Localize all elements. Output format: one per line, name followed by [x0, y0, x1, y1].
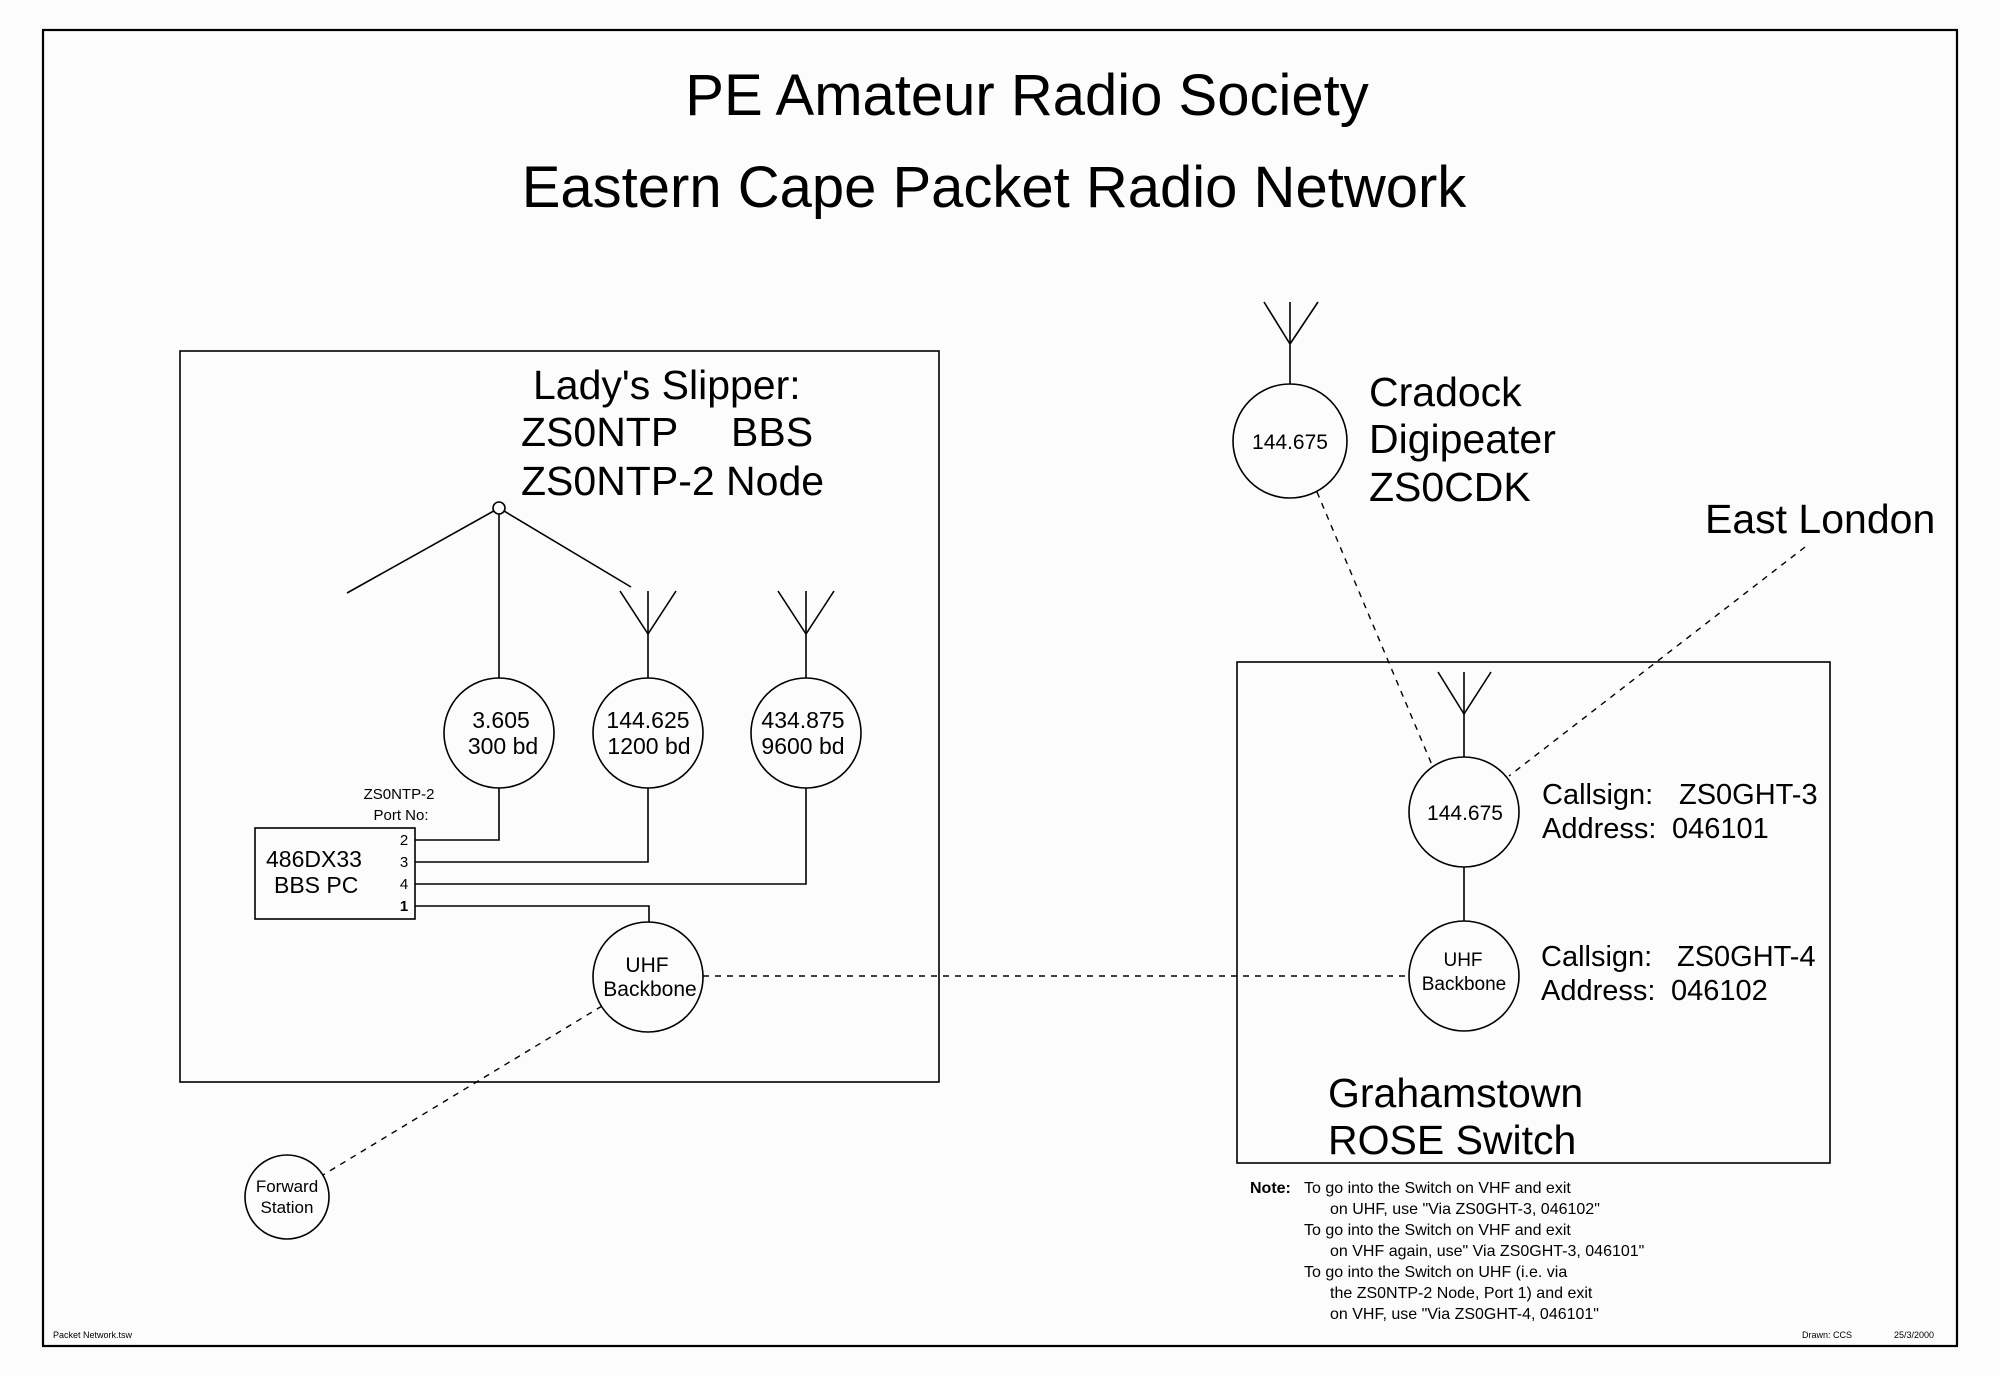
grahamstown-name: ROSE Switch: [1328, 1117, 1576, 1163]
cradock-label: Digipeater: [1369, 416, 1556, 462]
address-value: 046102: [1671, 975, 1768, 1007]
east-london-label: East London: [1705, 496, 1935, 542]
note-line: To go into the Switch on UHF (i.e. via: [1304, 1264, 1567, 1281]
dipole-antenna-icon: [346, 501, 632, 679]
radio-freq: 434.875: [761, 707, 844, 733]
forward-station-node: Forward Station: [244, 1154, 330, 1240]
forward-station-label: Station: [261, 1198, 314, 1217]
callsign-label: Callsign:: [1542, 779, 1653, 811]
radio-baud: 300 bd: [468, 733, 538, 759]
uhf-label: Backbone: [1422, 974, 1507, 995]
note-line: on UHF, use "Via ZS0GHT-3, 046102": [1330, 1201, 1600, 1218]
radio-baud: 1200 bd: [607, 733, 690, 759]
cradock-label: Cradock: [1369, 369, 1522, 415]
callsign-label: Callsign:: [1541, 941, 1652, 973]
footer-drawn: Drawn: CCS: [1802, 1330, 1852, 1340]
footer-date: 25/3/2000: [1894, 1330, 1934, 1340]
radio-freq: 144.625: [606, 707, 689, 733]
port-2-link: [415, 788, 500, 841]
forward-station-label: Forward: [256, 1177, 318, 1196]
grahamstown-vhf-node: 144.675: [1408, 756, 1520, 868]
port-caption: Port No:: [373, 807, 428, 824]
port-number: 2: [400, 832, 408, 849]
title-line-1: PE Amateur Radio Society: [685, 63, 1368, 128]
note-line: To go into the Switch on VHF and exit: [1304, 1180, 1571, 1197]
note-line: on VHF, use "Via ZS0GHT-4, 046101": [1330, 1306, 1599, 1323]
port-number: 1: [400, 898, 408, 915]
pc-model: 486DX33: [266, 846, 362, 872]
bbs-callsign: ZS0NTP: [521, 409, 678, 455]
radio-freq: 3.605: [472, 707, 530, 733]
port-caption: ZS0NTP-2: [364, 786, 435, 803]
east-london-link: [1508, 546, 1806, 777]
antenna-icon: [1263, 301, 1319, 384]
antenna-icon: [777, 590, 835, 679]
uhf-label: Backbone: [603, 978, 696, 1001]
port-number: 3: [400, 854, 408, 871]
cradock-freq: 144.675: [1252, 431, 1328, 454]
address-label: Address:: [1542, 813, 1656, 845]
note-line: To go into the Switch on VHF and exit: [1304, 1222, 1571, 1239]
port-3-link: [415, 788, 649, 863]
port-1-link: [415, 905, 650, 922]
forward-link: [322, 1005, 603, 1176]
radio-node-434875: 434.875 9600 bd: [750, 677, 862, 789]
uhf-label: UHF: [1443, 950, 1482, 971]
bbs-pc-box: [254, 827, 416, 920]
port-number: 4: [400, 876, 408, 893]
footer-filename: Packet Network.tsw: [53, 1330, 133, 1340]
antenna-icon: [619, 590, 677, 679]
bbs-label: BBS: [731, 409, 813, 455]
cradock-callsign: ZS0CDK: [1369, 464, 1531, 510]
pc-label: BBS PC: [274, 872, 358, 898]
port-4-link: [415, 788, 807, 885]
callsign-value: ZS0GHT-3: [1679, 779, 1818, 811]
ladys-slipper-box: [179, 350, 940, 1083]
callsign-value: ZS0GHT-4: [1677, 941, 1816, 973]
cradock-link: [1316, 491, 1433, 766]
grahamstown-box: [1236, 661, 1831, 1164]
address-label: Address:: [1541, 975, 1655, 1007]
ladys-slipper-heading: Lady's Slipper:: [533, 362, 801, 408]
note-label: Note:: [1250, 1180, 1291, 1197]
radio-node-144625: 144.625 1200 bd: [592, 677, 704, 789]
vhf-freq: 144.675: [1427, 802, 1503, 825]
note-line: the ZS0NTP-2 Node, Port 1) and exit: [1330, 1285, 1593, 1302]
grahamstown-uhf-node: UHF Backbone: [1408, 920, 1520, 1032]
uhf-backbone-node-left: UHF Backbone: [592, 921, 704, 1033]
radio-node-3605: 3.605 300 bd: [443, 677, 555, 789]
node-label: ZS0NTP-2 Node: [521, 458, 824, 504]
uhf-label: UHF: [625, 954, 668, 977]
radio-baud: 9600 bd: [761, 733, 844, 759]
address-value: 046101: [1672, 813, 1769, 845]
drawing-frame: [41, 28, 1959, 1348]
grahamstown-name: Grahamstown: [1328, 1070, 1583, 1116]
note-line: on VHF again, use" Via ZS0GHT-3, 046101": [1330, 1243, 1644, 1260]
title-line-2: Eastern Cape Packet Radio Network: [522, 155, 1468, 220]
cradock-node: 144.675: [1232, 383, 1348, 499]
antenna-icon: [1437, 671, 1492, 757]
